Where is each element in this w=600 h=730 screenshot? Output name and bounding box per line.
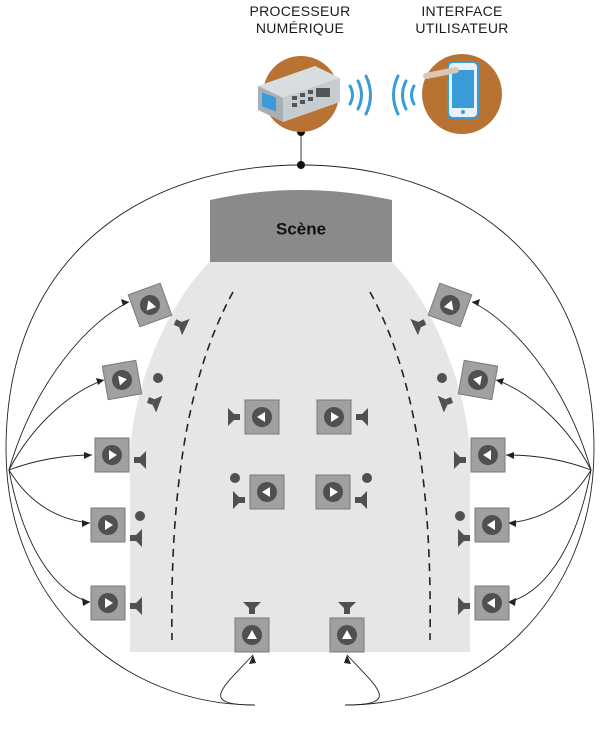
speaker-center-4 — [315, 473, 372, 510]
stage — [210, 190, 392, 262]
arrow-heads — [82, 299, 516, 664]
hall-floor — [130, 262, 470, 652]
processor-label: PROCESSEUR NUMÉRIQUE — [220, 3, 380, 37]
interface-label-line2: UTILISATEUR — [415, 20, 509, 36]
stage-label: Scène — [276, 219, 326, 238]
wifi-icon — [348, 74, 416, 116]
speaker-left-2 — [101, 359, 163, 413]
speaker-right-2 — [437, 359, 499, 413]
processor-label-line1: PROCESSEUR — [249, 3, 351, 19]
processor-label-line2: NUMÉRIQUE — [255, 20, 345, 36]
speaker-left-4 — [90, 507, 145, 547]
interface-label: INTERFACE UTILISATEUR — [392, 3, 532, 37]
smartphone-icon — [422, 54, 502, 134]
interface-label-line1: INTERFACE — [421, 3, 503, 19]
speaker-right-4 — [455, 507, 510, 547]
junction-dot-bottom — [297, 161, 305, 169]
speaker-center-3 — [230, 473, 285, 510]
processor-icon — [258, 56, 340, 132]
dashed-guide-right — [369, 291, 431, 641]
wiring — [5, 132, 595, 706]
